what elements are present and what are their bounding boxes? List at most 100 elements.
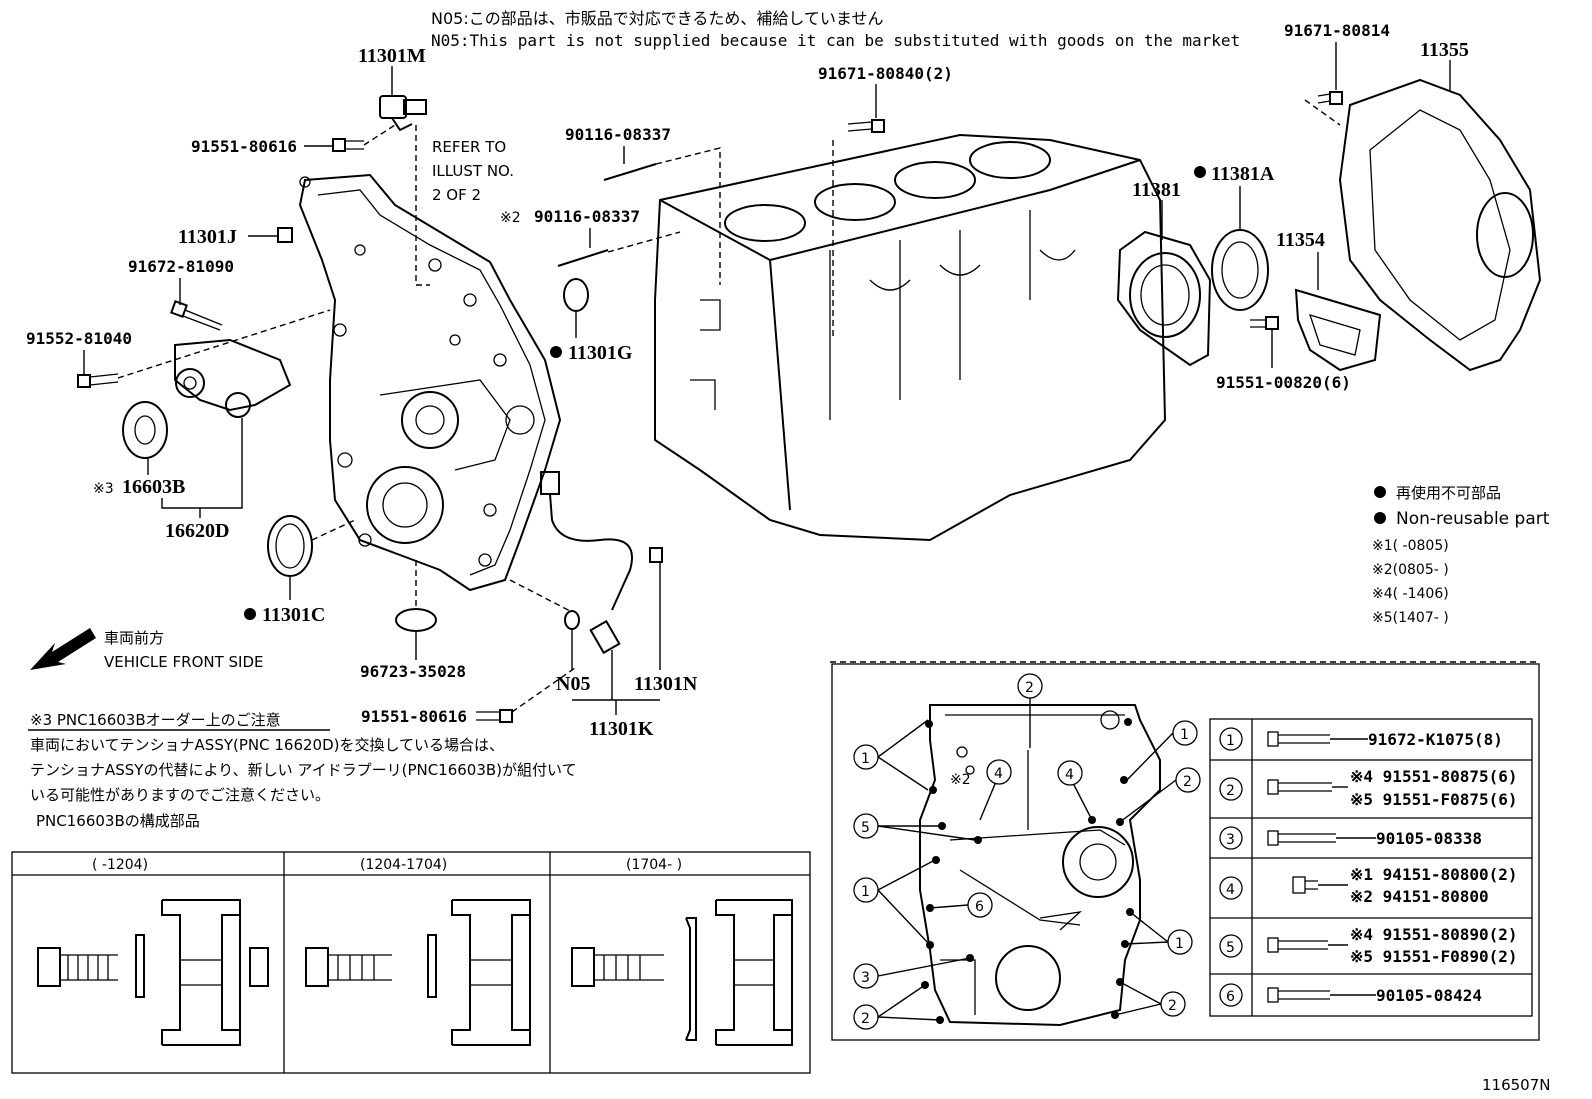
vehicle-front-arrow-icon <box>30 628 96 670</box>
seal-11301C <box>267 515 313 577</box>
label-96723-35028: 96723-35028 <box>360 662 466 681</box>
caution-line1: 車両においてテンショナASSY(PNC 16620D)を交換している場合は、 <box>30 736 504 754</box>
svg-text:※1 94151-80800(2): ※1 94151-80800(2) <box>1350 865 1518 884</box>
mark3-16603B: ※3 <box>93 481 114 497</box>
bolt-91551-80616-top <box>332 138 364 152</box>
component-set-2 <box>305 899 531 1046</box>
svg-text:※2 94151-80800: ※2 94151-80800 <box>1350 887 1489 906</box>
label-90116-08337-lower: 90116-08337 <box>534 207 640 226</box>
legend-mark4: ※4( -1406) <box>1372 586 1449 602</box>
n05-note-jp: N05:この部品は、市販品で対応できるため、補給していません <box>431 9 883 28</box>
label-91671-80840: 91671-80840(2) <box>818 64 953 83</box>
callout-2-top: 2 <box>1025 680 1034 696</box>
bolt-table <box>1209 718 1533 1017</box>
legend-dot-en <box>1374 512 1386 524</box>
component-table <box>11 851 811 1074</box>
tensioner-drawing <box>122 338 292 459</box>
bolt-91671-80840 <box>847 119 885 133</box>
svg-text:5: 5 <box>1226 940 1235 956</box>
bolt-table-rows: 1 91672-K1075(8) 2 ※4 91551-80875(6) ※5 … <box>1219 727 1518 1007</box>
svg-text:2: 2 <box>1226 783 1235 799</box>
caution-line2: テンショナASSYの代替により、新しい アイドラプーリ(PNC16603B)が組… <box>30 761 577 779</box>
label-11301G: 11301G <box>568 342 633 364</box>
component-header-1: ( -1204) <box>92 857 148 873</box>
svg-text:1: 1 <box>1226 733 1235 749</box>
svg-text:※4 91551-80890(2): ※4 91551-80890(2) <box>1350 925 1518 944</box>
cam-sensor-drawing <box>379 95 427 132</box>
svg-text:3: 3 <box>861 970 870 986</box>
component-set-3 <box>571 899 793 1046</box>
timing-cover-drawing <box>298 173 562 592</box>
label-11301J: 11301J <box>178 226 237 248</box>
svg-text:2: 2 <box>1183 774 1192 790</box>
label-91551-80616-top: 91551-80616 <box>191 137 297 156</box>
label-90116-08337-upper: 90116-08337 <box>565 125 671 144</box>
svg-text:90105-08338: 90105-08338 <box>1376 829 1482 848</box>
svg-text:※5 91551-F0890(2): ※5 91551-F0890(2) <box>1350 947 1518 966</box>
stud-lower <box>557 249 609 267</box>
svg-text:1: 1 <box>1180 727 1189 743</box>
seal-retainer-11381-drawing <box>1116 230 1212 367</box>
caution-title: ※3 PNC16603Bオーダー上のご注意 <box>30 711 281 729</box>
svg-text:1: 1 <box>1175 936 1184 952</box>
plug-11301J <box>277 227 293 243</box>
legend-nonreusable-jp: 再使用不可部品 <box>1396 484 1501 502</box>
svg-text:1: 1 <box>861 884 870 900</box>
bolt-location-inset <box>830 661 1540 1041</box>
label-91551-80616-bottom: 91551-80616 <box>361 707 467 726</box>
label-91671-80814: 91671-80814 <box>1284 21 1390 40</box>
label-N05: N05 <box>556 673 590 695</box>
label-91672-81090: 91672-81090 <box>128 257 234 276</box>
crank-sensor-drawing <box>540 471 663 655</box>
component-header-3: (1704- ) <box>626 857 682 873</box>
legend-mark2: ※2(0805- ) <box>1372 562 1449 578</box>
inset-callouts: 2 1 1 2 ※2 4 4 5 1 6 1 3 2 2 <box>853 673 1201 1030</box>
caution-subtitle: PNC16603Bの構成部品 <box>36 812 200 830</box>
oring-96723-35028 <box>395 608 437 632</box>
svg-text:4: 4 <box>1065 767 1074 783</box>
nonreusable-dot-11301C <box>244 608 256 620</box>
legend-mark5: ※5(1407- ) <box>1372 610 1449 626</box>
label-91551-00820: 91551-00820(6) <box>1216 373 1351 392</box>
refer-to-line1: REFER TO <box>432 138 506 156</box>
cover-11354-drawing <box>1294 288 1382 372</box>
label-11354: 11354 <box>1276 229 1325 251</box>
component-header-2: (1204-1704) <box>360 857 447 873</box>
refer-to-line3: 2 OF 2 <box>432 186 481 204</box>
svg-text:6: 6 <box>1226 989 1235 1005</box>
refer-to-line2: ILLUST NO. <box>432 162 514 180</box>
svg-text:5: 5 <box>861 820 870 836</box>
legend-mark1: ※1( -0805) <box>1372 538 1449 554</box>
label-16620D: 16620D <box>165 520 229 542</box>
label-11381: 11381 <box>1132 179 1181 201</box>
bolt-91551-80616-bottom <box>476 709 513 723</box>
end-plate-11355-drawing <box>1338 78 1542 372</box>
legend-nonreusable-en: Non-reusable part <box>1396 509 1550 529</box>
label-11301M: 11301M <box>358 45 426 67</box>
bolt-91672-81090 <box>170 300 223 331</box>
svg-text:2: 2 <box>861 1011 870 1027</box>
inset-mark2: ※2 <box>950 772 971 788</box>
label-11301N: 11301N <box>634 673 698 695</box>
svg-text:2: 2 <box>1168 998 1177 1014</box>
stud-upper <box>603 163 657 181</box>
label-11355: 11355 <box>1420 39 1469 61</box>
nonreusable-dot-11301G <box>550 346 562 358</box>
component-set-1 <box>37 899 269 1046</box>
nonreusable-dot-11381A <box>1194 166 1206 178</box>
svg-text:※5 91551-F0875(6): ※5 91551-F0875(6) <box>1350 790 1518 809</box>
bolt-91551-00820 <box>1250 316 1279 330</box>
label-11301K: 11301K <box>589 718 654 740</box>
svg-text:4: 4 <box>1226 882 1235 898</box>
illustration-number: 116507N <box>1482 1076 1550 1094</box>
svg-text:90105-08424: 90105-08424 <box>1376 986 1482 1005</box>
oring-11301G <box>563 278 589 312</box>
vehicle-front-jp: 車両前方 <box>104 629 164 647</box>
label-11301C: 11301C <box>262 604 325 626</box>
svg-text:1: 1 <box>861 751 870 767</box>
svg-text:※4 91551-80875(6): ※4 91551-80875(6) <box>1350 767 1518 786</box>
mark2-stud: ※2 <box>500 210 521 226</box>
label-16603B: 16603B <box>122 476 185 498</box>
label-91552-81040: 91552-81040 <box>26 329 132 348</box>
caution-line3: いる可能性がありますのでご注意ください。 <box>30 786 330 804</box>
